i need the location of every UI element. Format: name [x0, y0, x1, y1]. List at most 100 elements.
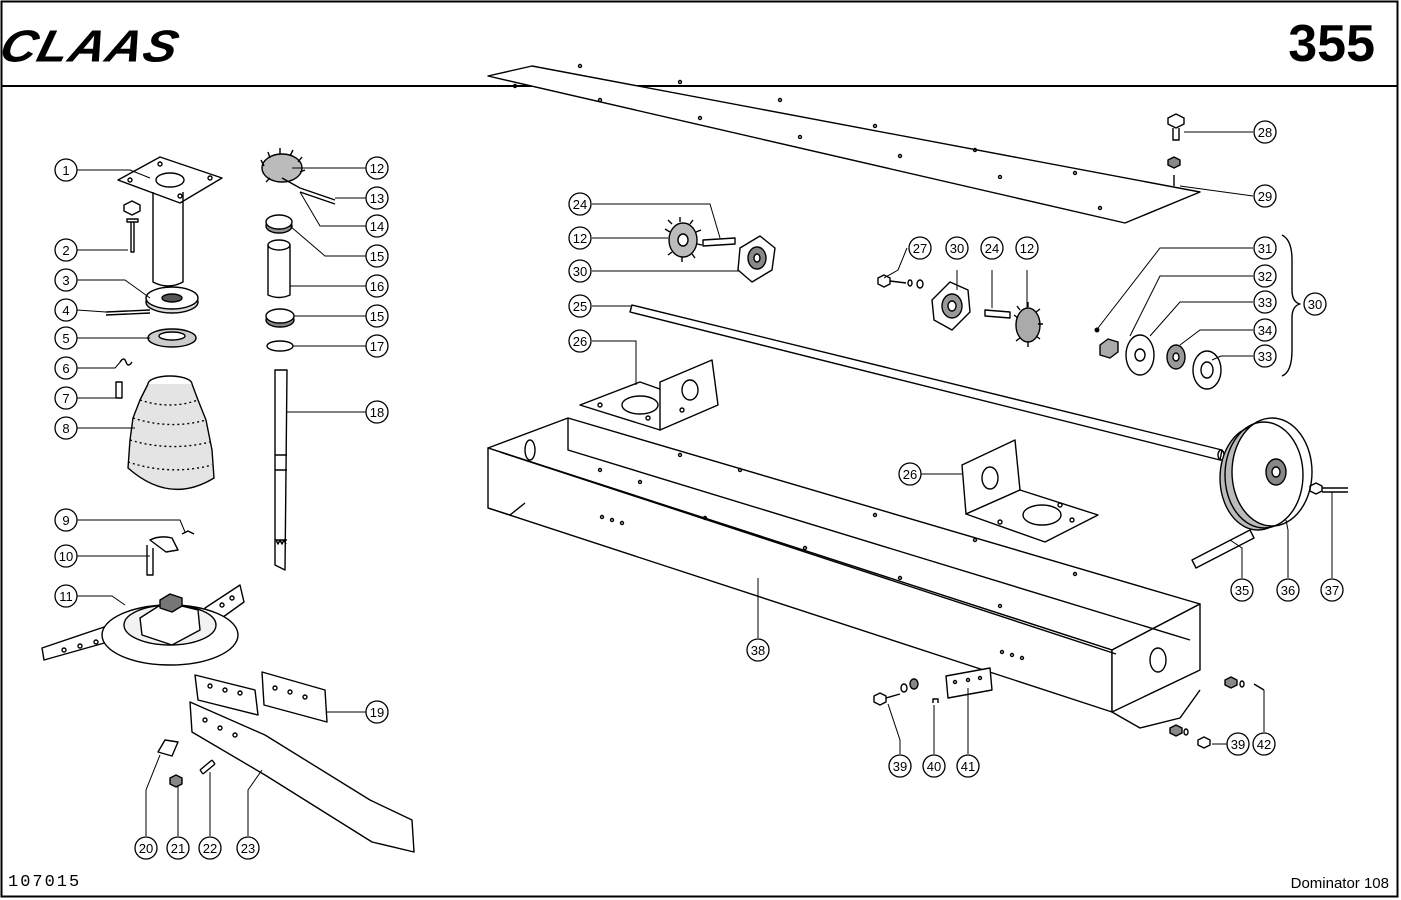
spacer-tube-16	[267, 239, 291, 299]
callout-circle	[888, 754, 912, 778]
callout-number: 1	[62, 163, 69, 178]
callout-circle	[1253, 184, 1277, 208]
callout-13: 13	[365, 186, 389, 210]
callout-circle	[236, 836, 260, 860]
callout-number: 24	[573, 197, 587, 212]
callout-1: 1	[54, 158, 78, 182]
callout-25: 25	[568, 294, 592, 318]
callout-26: 26	[898, 462, 922, 486]
washer-5	[147, 328, 197, 348]
bevel-gear-12-b	[1013, 302, 1043, 347]
callout-9: 9	[54, 508, 78, 532]
bolt-nut-2	[123, 200, 141, 253]
callout-21: 21	[166, 836, 190, 860]
page-number: 355	[1288, 15, 1375, 73]
callout-number: 14	[370, 219, 384, 234]
callout-18: 18	[365, 400, 389, 424]
callout-23: 23	[236, 836, 260, 860]
callout-circle	[1015, 236, 1039, 260]
callout-31: 31	[1253, 236, 1277, 260]
callout-number: 24	[985, 241, 999, 256]
callout-26: 26	[568, 329, 592, 353]
fasteners-20-21-22	[157, 739, 216, 788]
callout-circle	[1253, 236, 1277, 260]
callout-circle	[54, 584, 78, 608]
callout-circle	[1276, 578, 1300, 602]
cutter-disc-11	[41, 584, 245, 666]
callout-circle	[54, 416, 78, 440]
document-number: 107015	[8, 873, 82, 892]
callout-29: 29	[1253, 184, 1277, 208]
callout-circle	[898, 462, 922, 486]
callout-number: 17	[370, 339, 384, 354]
callout-number: 30	[573, 264, 587, 279]
callout-40: 40	[922, 754, 946, 778]
callout-number: 23	[241, 841, 255, 856]
callout-37: 37	[1320, 578, 1344, 602]
pin-9-lever-10	[146, 530, 195, 576]
callout-circle	[365, 156, 389, 180]
callout-number: 40	[927, 759, 941, 774]
callout-number: 37	[1325, 583, 1339, 598]
callout-circle	[365, 334, 389, 358]
rubber-boot-8	[127, 375, 215, 491]
bearing-bracket-26-right	[961, 439, 1099, 543]
callout-number: 20	[139, 841, 153, 856]
callout-number: 33	[1258, 349, 1272, 364]
callout-number: 34	[1258, 323, 1272, 338]
callout-15: 15	[365, 304, 389, 328]
callout-circle	[945, 236, 969, 260]
callout-number: 21	[171, 841, 185, 856]
callout-7: 7	[54, 386, 78, 410]
callout-6: 6	[54, 356, 78, 380]
key-13-pin-14	[299, 187, 336, 205]
drive-shaft-18	[274, 369, 288, 571]
callout-circle	[54, 268, 78, 292]
callout-12: 12	[568, 226, 592, 250]
callout-circle	[1253, 290, 1277, 314]
callout-circle	[1253, 318, 1277, 342]
fasteners-39-42	[873, 667, 1265, 749]
callout-42: 42	[1252, 732, 1276, 756]
callout-number: 39	[1231, 737, 1245, 752]
callout-circle	[1303, 292, 1327, 316]
key-24-b	[984, 309, 1011, 319]
callout-number: 6	[62, 361, 69, 376]
callout-5: 5	[54, 326, 78, 350]
callout-number: 27	[913, 241, 927, 256]
callout-number: 28	[1258, 125, 1272, 140]
callout-3: 3	[54, 268, 78, 292]
callout-36: 36	[1276, 578, 1300, 602]
callout-number: 39	[893, 759, 907, 774]
callout-number: 4	[62, 303, 69, 318]
callout-circle	[54, 544, 78, 568]
bevel-gear-12	[260, 148, 306, 189]
callout-number: 12	[1020, 241, 1034, 256]
callout-number: 5	[62, 331, 69, 346]
callout-number: 9	[62, 513, 69, 528]
callout-27: 27	[908, 236, 932, 260]
flange-bearing-30	[737, 235, 776, 283]
callout-circle	[54, 356, 78, 380]
callout-circle	[134, 836, 158, 860]
callout-number: 7	[62, 391, 69, 406]
callout-circle	[54, 238, 78, 262]
callout-number: 19	[370, 705, 384, 720]
callout-17: 17	[365, 334, 389, 358]
callout-number: 30	[1308, 297, 1322, 312]
bolt-27	[877, 274, 924, 289]
knife-plates-19	[194, 671, 328, 723]
key-24	[702, 237, 736, 247]
callout-2: 2	[54, 238, 78, 262]
callout-41: 41	[956, 754, 980, 778]
drive-shaft-25	[629, 304, 1225, 461]
callout-35: 35	[1230, 578, 1254, 602]
callout-circle	[1226, 732, 1250, 756]
circlip-17	[266, 340, 294, 352]
callout-30: 30	[1303, 292, 1327, 316]
callout-14: 14	[365, 214, 389, 238]
callout-10: 10	[54, 544, 78, 568]
flange-bearing-30-b	[931, 281, 971, 331]
